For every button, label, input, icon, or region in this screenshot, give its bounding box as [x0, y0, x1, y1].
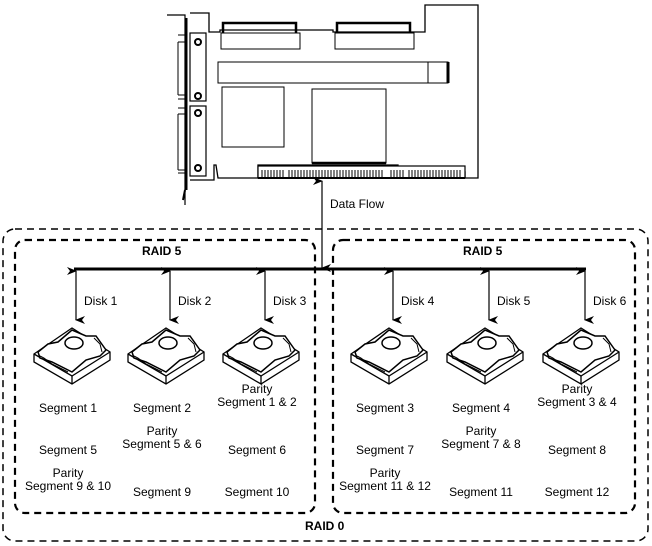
card-board [190, 4, 479, 181]
raid5-label-left: RAID 5 [142, 244, 182, 258]
disk-label: Disk 3 [273, 294, 307, 308]
hard-disk-icon [127, 327, 205, 385]
segment-label: Segment 8 [548, 443, 606, 457]
hard-disk-icon [446, 327, 524, 385]
parity-label: Parity [53, 466, 84, 480]
hard-disk-icon [33, 327, 111, 385]
disk-label: Disk 6 [593, 294, 627, 308]
chip-processor [311, 88, 387, 164]
disk-label: Disk 4 [401, 294, 435, 308]
hard-disk-icon [542, 327, 620, 385]
segment-label: Segment 2 [133, 401, 191, 415]
hard-disk-icon [222, 327, 300, 385]
segment-label: Segment 6 [228, 443, 286, 457]
raid5-group-box-left [13, 238, 317, 515]
segment-label: Segment 12 [545, 485, 610, 499]
raid0-group-box [2, 228, 649, 542]
parity-label: Parity [370, 466, 401, 480]
raid-controller-card [167, 4, 479, 205]
segment-label: Segment 9 [133, 485, 191, 499]
disk-label: Disk 1 [84, 294, 118, 308]
parity-label: Parity [562, 382, 593, 396]
memory-slot [217, 61, 449, 84]
segment-label: Segment 4 [452, 401, 510, 415]
segment-label: Segment 11 & 12 [339, 479, 431, 493]
disk-label: Disk 5 [497, 294, 531, 308]
segment-label: Segment 9 & 10 [25, 479, 111, 493]
scsi-connector-1 [221, 21, 298, 33]
screw-icon [194, 92, 202, 100]
screw-icon [194, 38, 202, 46]
segment-label: Segment 7 [356, 443, 414, 457]
data-flow-label: Data Flow [330, 197, 384, 211]
segment-label: Segment 1 & 2 [217, 395, 297, 409]
segment-label: Segment 3 & 4 [537, 395, 617, 409]
parity-label: Parity [466, 424, 497, 438]
segment-label: Segment 10 [225, 485, 290, 499]
parity-label: Parity [147, 424, 178, 438]
segment-label: Segment 7 & 8 [441, 437, 521, 451]
raid0-label: RAID 0 [305, 519, 345, 533]
screw-icon [194, 109, 202, 117]
parity-label: Parity [242, 382, 273, 396]
screw-icon [194, 164, 202, 172]
segment-label: Segment 5 & 6 [122, 437, 202, 451]
segment-label: Segment 5 [39, 443, 97, 457]
hard-disk-icon [350, 327, 428, 385]
card-bracket [167, 14, 186, 205]
segment-label: Segment 1 [39, 401, 97, 415]
raid5-label-right: RAID 5 [463, 244, 503, 258]
raid5-group-box-right [331, 238, 637, 515]
pci-edge-connector [257, 165, 466, 179]
segment-label: Segment 3 [356, 401, 414, 415]
chip-small [221, 86, 285, 148]
disk-label: Disk 2 [178, 294, 212, 308]
scsi-connector-2 [335, 21, 412, 33]
segment-label: Segment 11 [449, 485, 513, 499]
